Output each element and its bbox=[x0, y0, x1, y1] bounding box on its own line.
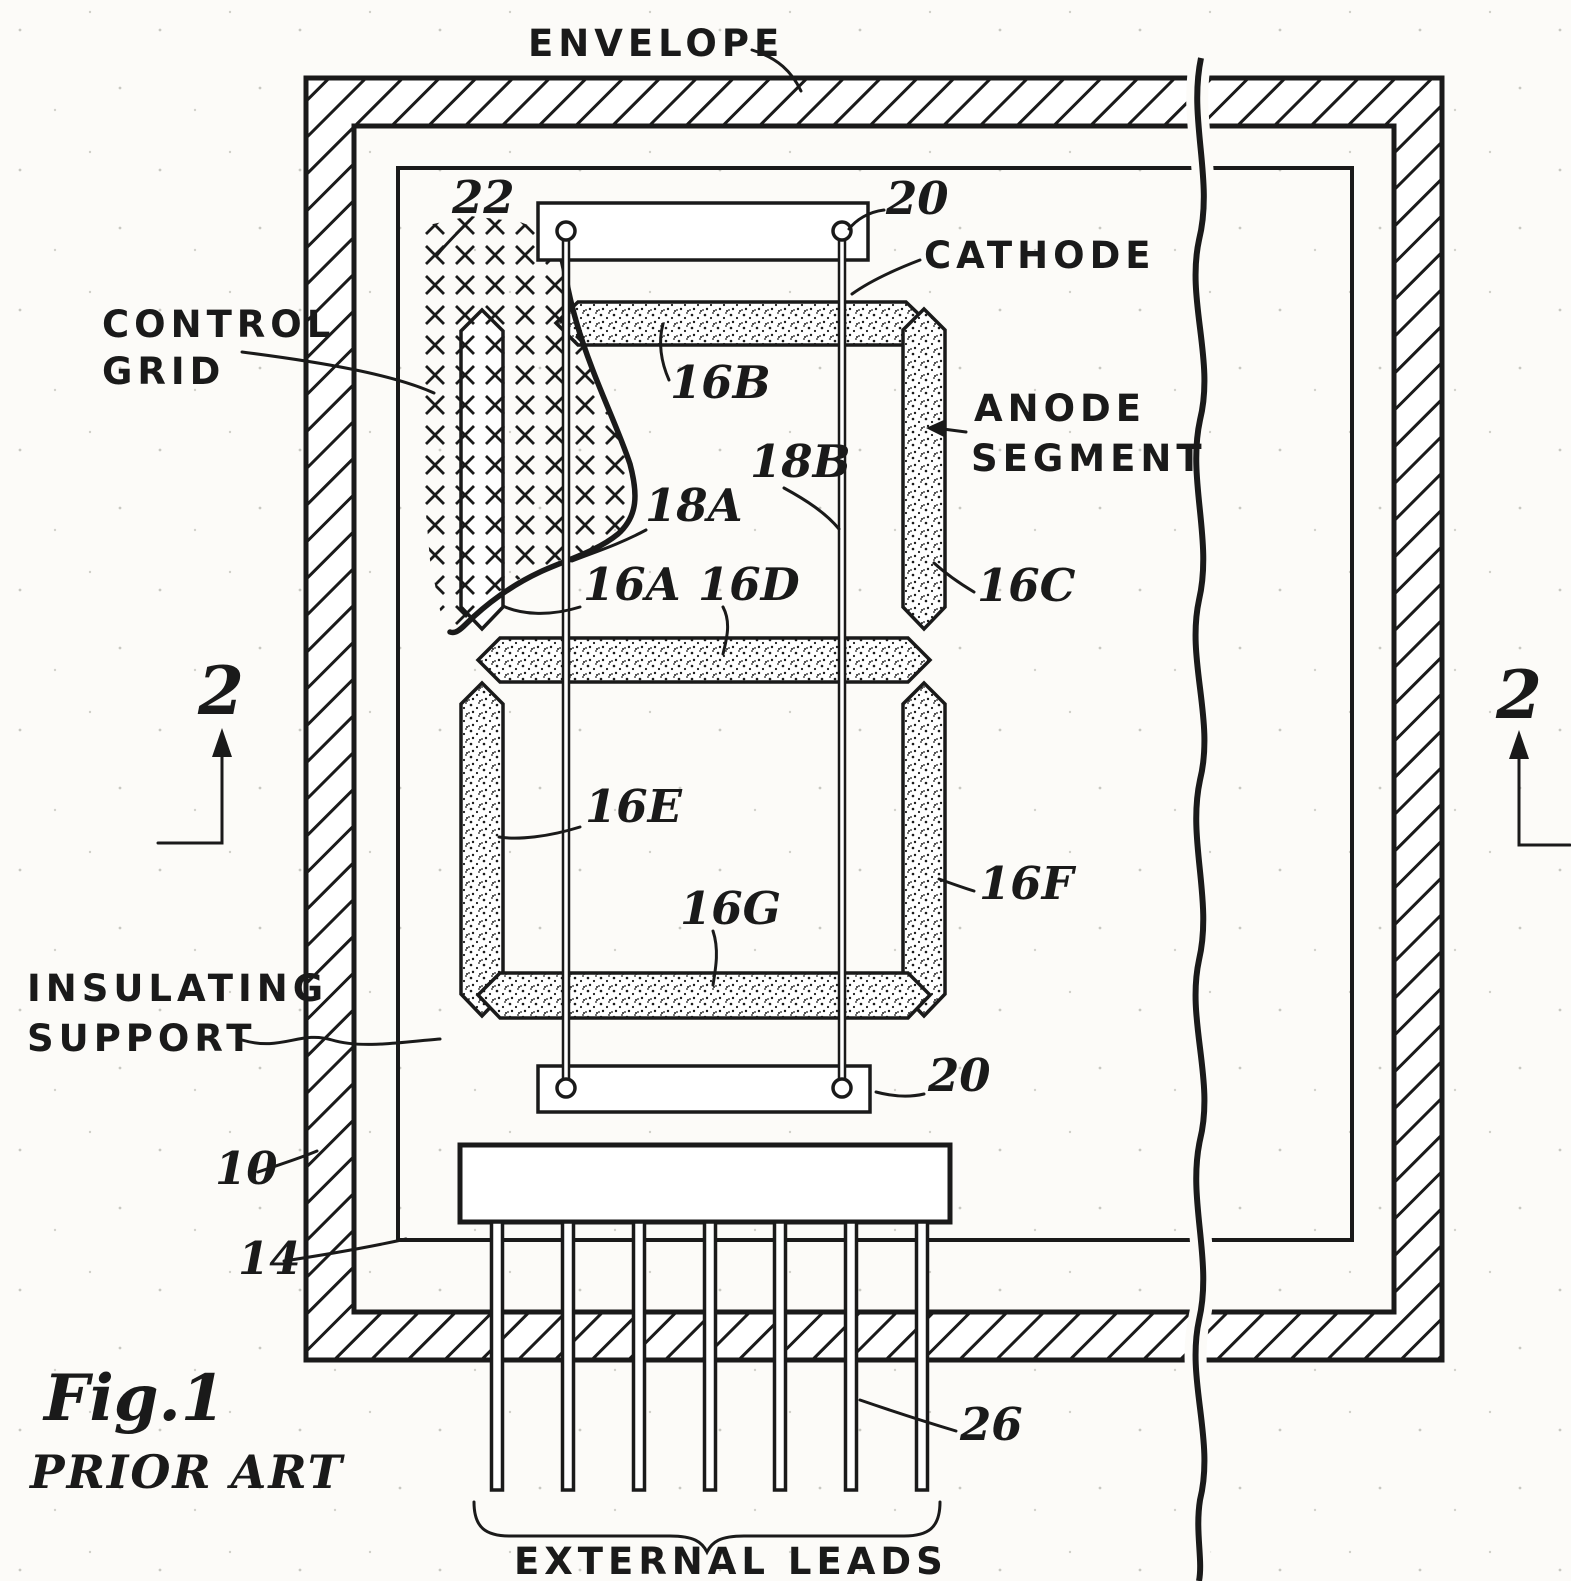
insulating-support-leader bbox=[240, 1035, 442, 1046]
ref16f-leader bbox=[937, 877, 976, 893]
ref16g-leader bbox=[711, 929, 718, 987]
anode-segment-arrowhead bbox=[926, 419, 946, 438]
segment-16g bbox=[475, 971, 933, 1020]
envelope-inner-edge bbox=[351, 123, 1397, 1315]
ref-22: 22 bbox=[451, 171, 515, 224]
ref-18b: 18B bbox=[750, 435, 851, 488]
figure-number: Fig.1 bbox=[42, 1361, 225, 1436]
ref-26: 26 bbox=[959, 1398, 1023, 1451]
cathode-filament-18b bbox=[837, 228, 847, 1090]
external-lead-pin bbox=[560, 1220, 576, 1492]
external-lead-pin bbox=[914, 1220, 930, 1492]
annotations: ENVELOPE CONTROL GRID CATHODE ANODE SEGM… bbox=[27, 22, 1207, 1581]
ref-16c: 16C bbox=[977, 559, 1076, 612]
cathode-assembly bbox=[536, 201, 872, 1114]
control-grid bbox=[420, 216, 638, 636]
ref-20-bottom: 20 bbox=[927, 1049, 991, 1102]
leader-lines bbox=[240, 48, 976, 1433]
external-lead-pin bbox=[489, 1220, 505, 1492]
ref16c-leader bbox=[932, 561, 976, 594]
external-lead-pin bbox=[772, 1220, 788, 1492]
envelope-outer-edge bbox=[303, 75, 1445, 1363]
ref20-top-leader bbox=[847, 208, 886, 231]
section-line-right bbox=[1517, 748, 1571, 847]
ref-16g: 16G bbox=[680, 882, 781, 935]
label-control-grid-line2: GRID bbox=[102, 350, 225, 393]
ref14-leader bbox=[282, 1237, 408, 1263]
figure-caption: Fig.1 PRIOR ART bbox=[28, 1361, 346, 1499]
label-insulating-support-line2: SUPPORT bbox=[27, 1017, 256, 1060]
segment-16b bbox=[553, 300, 931, 347]
ref-16a: 16A bbox=[583, 558, 681, 611]
ref-16f: 16F bbox=[979, 857, 1077, 910]
ref22-leader bbox=[435, 218, 472, 257]
filament-eyelet bbox=[831, 220, 853, 242]
label-anode-segment-line1: ANODE bbox=[974, 387, 1146, 430]
ref10-leader bbox=[256, 1149, 319, 1174]
figure-prior-art: PRIOR ART bbox=[28, 1445, 346, 1499]
ref18b-leader bbox=[782, 486, 841, 531]
cathode-support-top bbox=[536, 201, 870, 262]
ref-18a: 18A bbox=[645, 479, 743, 532]
filament-eyelet bbox=[555, 220, 577, 242]
section-arrowhead-left bbox=[212, 728, 232, 757]
label-control-grid-line1: CONTROL bbox=[102, 303, 335, 346]
segment-16f bbox=[901, 680, 947, 1019]
ref-14: 14 bbox=[238, 1232, 301, 1285]
segment-16d bbox=[475, 636, 933, 684]
anode-segment-leader bbox=[941, 427, 968, 434]
cathode-filament-18a bbox=[561, 228, 571, 1090]
section-markers: 2 2 bbox=[156, 652, 1571, 847]
base-and-leads bbox=[457, 1142, 953, 1556]
seven-segment-display bbox=[459, 300, 947, 1020]
control-grid-mesh bbox=[420, 216, 636, 632]
external-lead-pin bbox=[702, 1220, 718, 1492]
ref-16e: 16E bbox=[585, 780, 683, 833]
section-number-left: 2 bbox=[197, 652, 244, 730]
external-lead-pin bbox=[843, 1220, 859, 1492]
control-grid-torn-edge bbox=[447, 229, 638, 636]
ref16e-leader bbox=[497, 825, 582, 840]
ref26-leader bbox=[858, 1398, 958, 1433]
label-envelope: ENVELOPE bbox=[528, 22, 784, 65]
label-insulating-support-line1: INSULATING bbox=[27, 967, 328, 1010]
ref-20-top: 20 bbox=[885, 172, 949, 225]
ref16d-leader bbox=[721, 605, 730, 656]
section-number-right: 2 bbox=[1495, 656, 1542, 734]
control-grid-leader bbox=[240, 350, 436, 395]
section-arrowhead-right bbox=[1509, 730, 1529, 759]
ref16b-leader bbox=[659, 322, 671, 382]
break-line-stroke bbox=[1192, 57, 1208, 1581]
label-external-leads: EXTERNAL LEADS bbox=[514, 1540, 948, 1581]
external-lead-pin bbox=[631, 1220, 647, 1492]
ref-16d: 16D bbox=[698, 558, 800, 611]
ref18a-leader bbox=[570, 528, 648, 563]
label-anode-segment-line2: SEGMENT bbox=[971, 437, 1207, 480]
label-cathode: CATHODE bbox=[924, 234, 1156, 277]
envelope-leader bbox=[750, 48, 803, 93]
leads-brace bbox=[472, 1500, 942, 1556]
ref-10: 10 bbox=[215, 1142, 278, 1195]
ref20-bottom-leader bbox=[874, 1090, 926, 1098]
segment-16e bbox=[459, 680, 505, 1019]
filament-eyelet bbox=[555, 1077, 577, 1099]
ref-16b: 16B bbox=[670, 356, 771, 409]
base-header bbox=[457, 1142, 953, 1225]
break-line bbox=[1184, 55, 1216, 1581]
segment-16c bbox=[901, 306, 947, 632]
filament-eyelet bbox=[831, 1077, 853, 1099]
section-line-left bbox=[156, 746, 224, 845]
envelope-wall bbox=[303, 75, 1445, 1363]
cathode-support-bottom bbox=[536, 1064, 872, 1114]
ref16a-leader bbox=[501, 604, 582, 615]
cathode-leader bbox=[850, 258, 922, 296]
inner-liner-wall bbox=[396, 166, 1354, 1242]
